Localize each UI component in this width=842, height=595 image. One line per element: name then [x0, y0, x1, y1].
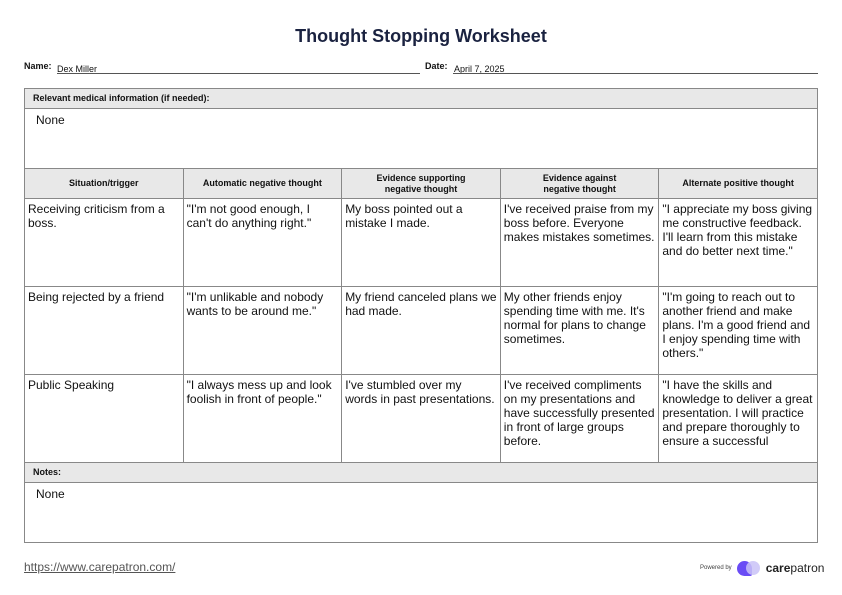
cell: "I always mess up and look foolish in fr…: [182, 374, 343, 463]
cell: Being rejected by a friend: [24, 286, 184, 375]
cell: I've received compliments on my presenta…: [499, 374, 660, 463]
date-label: Date:: [425, 61, 448, 71]
carepatron-logo-icon: [736, 560, 761, 576]
cell: I've stumbled over my words in past pres…: [341, 374, 501, 463]
table-row: Public Speaking"I always mess up and loo…: [24, 374, 818, 463]
brand-name: carepatron: [765, 561, 825, 575]
cell: Receiving criticism from a boss.: [24, 198, 184, 287]
cell: I've received praise from my boss before…: [499, 198, 660, 287]
page-title: Thought Stopping Worksheet: [295, 26, 547, 46]
medical-label: Relevant medical information (if needed)…: [25, 89, 817, 109]
cell: My other friends enjoy spending time wit…: [499, 286, 660, 375]
cell: My boss pointed out a mistake I made.: [341, 198, 501, 287]
name-value: Dex Miller: [57, 64, 98, 74]
cell: Public Speaking: [24, 374, 184, 463]
medical-value: None: [36, 113, 65, 127]
name-underline: [57, 73, 420, 74]
cell: "I have the skills and knowledge to deli…: [658, 374, 818, 463]
col-header: Alternate positive thought: [658, 168, 818, 199]
cell: My friend canceled plans we had made.: [341, 286, 501, 375]
notes-value: None: [36, 487, 65, 501]
name-field: Name: Dex Miller: [24, 61, 97, 74]
notes-label: Notes:: [25, 463, 817, 483]
cell: "I appreciate my boss giving me construc…: [658, 198, 818, 287]
website-link[interactable]: https://www.carepatron.com/: [24, 560, 176, 574]
cell: "I'm going to reach out to another frien…: [658, 286, 818, 375]
date-underline: [453, 73, 818, 74]
powered-by-label: Powered by: [700, 565, 732, 571]
name-label: Name:: [24, 61, 52, 71]
date-value: April 7, 2025: [454, 64, 505, 74]
col-header: Evidence supporting negative thought: [341, 168, 501, 199]
col-header: Automatic negative thought: [182, 168, 343, 199]
table-row: Receiving criticism from a boss."I'm not…: [24, 198, 818, 287]
cell: "I'm not good enough, I can't do anythin…: [182, 198, 343, 287]
thought-table: Situation/trigger Automatic negative tho…: [24, 168, 818, 463]
date-field: Date: April 7, 2025: [425, 61, 505, 74]
col-header: Evidence against negative thought: [499, 168, 660, 199]
col-header: Situation/trigger: [24, 168, 184, 199]
medical-section: Relevant medical information (if needed)…: [24, 88, 818, 169]
powered-by: Powered by carepatron: [700, 560, 824, 576]
cell: "I'm unlikable and nobody wants to be ar…: [182, 286, 343, 375]
table-row: Being rejected by a friend"I'm unlikable…: [24, 286, 818, 375]
notes-section: Notes: None: [24, 462, 818, 543]
